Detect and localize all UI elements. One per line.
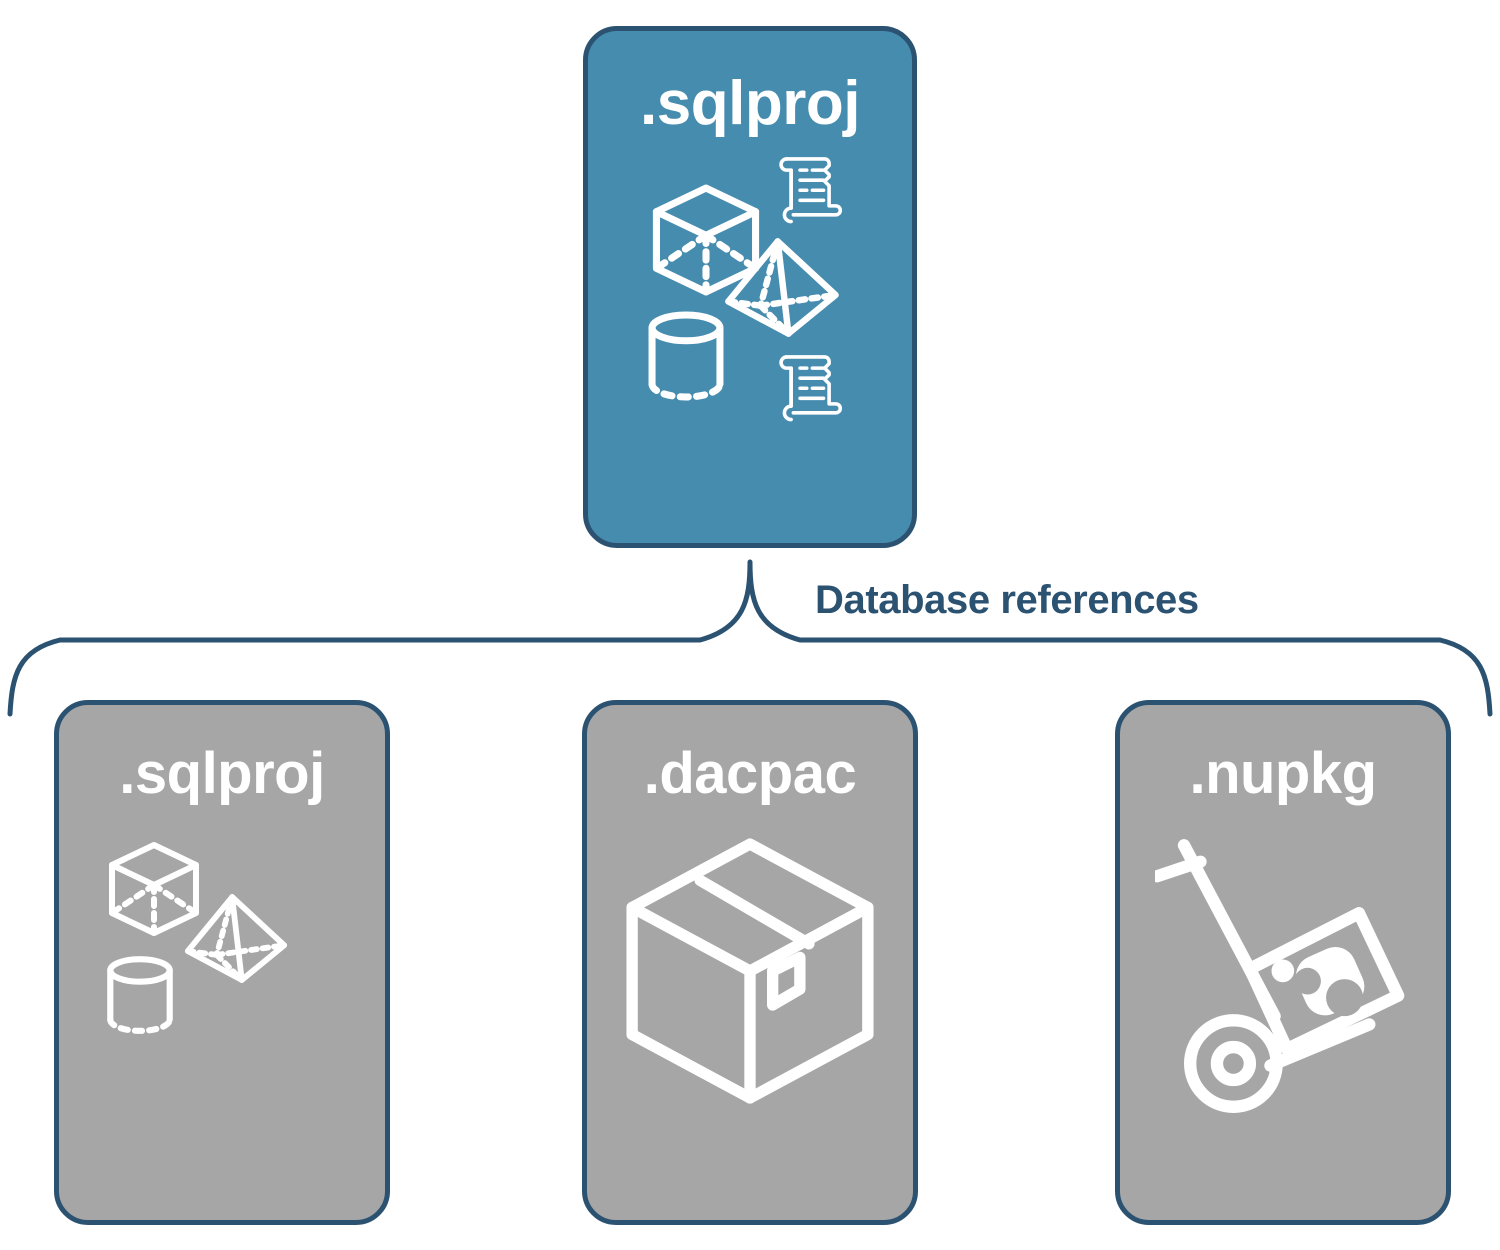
dacpac-icon-group bbox=[600, 829, 900, 1129]
pyramid-icon bbox=[184, 894, 288, 983]
cylinder-icon bbox=[107, 956, 173, 1034]
scroll-icon bbox=[779, 355, 843, 422]
card-child-dacpac[interactable]: .dacpac bbox=[582, 700, 918, 1225]
card-child-sqlproj-title: .sqlproj bbox=[119, 741, 325, 806]
cube-icon bbox=[109, 842, 199, 936]
card-child-sqlproj[interactable]: .sqlproj bbox=[54, 700, 390, 1225]
sqlproj-icon-group bbox=[72, 829, 372, 1129]
package-box-icon bbox=[626, 838, 874, 1104]
nupkg-icon-group bbox=[1133, 829, 1433, 1129]
card-child-nupkg-title: .nupkg bbox=[1189, 741, 1377, 806]
card-root-title: .sqlproj bbox=[640, 69, 860, 138]
brace-path bbox=[7, 559, 1493, 717]
card-child-nupkg[interactable]: .nupkg bbox=[1115, 700, 1451, 1225]
root-icon-group bbox=[625, 153, 875, 423]
hand-truck-nuget-icon bbox=[1155, 839, 1405, 1113]
cylinder-icon bbox=[648, 311, 724, 401]
brace-label: Database references bbox=[815, 578, 1199, 622]
cube-icon bbox=[652, 184, 760, 296]
card-root-sqlproj[interactable]: .sqlproj bbox=[583, 26, 917, 548]
scroll-icon bbox=[779, 157, 843, 224]
pyramid-icon bbox=[725, 238, 839, 337]
card-child-dacpac-title: .dacpac bbox=[643, 741, 857, 806]
